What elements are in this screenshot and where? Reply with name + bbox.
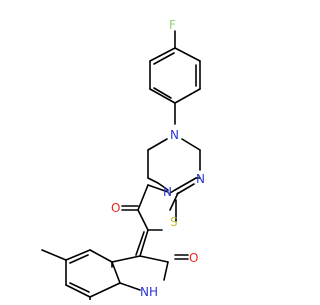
bond xyxy=(119,282,141,291)
atom-nh-label: NH xyxy=(140,285,158,299)
bond xyxy=(174,88,201,104)
bond xyxy=(69,282,90,293)
bond xyxy=(149,88,176,104)
bond xyxy=(181,138,201,151)
bond xyxy=(174,47,201,62)
bond xyxy=(147,177,159,184)
bond xyxy=(153,52,175,65)
bond xyxy=(147,138,168,151)
bond xyxy=(137,184,149,211)
bond xyxy=(169,192,179,211)
bond xyxy=(89,249,113,263)
bond xyxy=(176,183,195,195)
bonds xyxy=(41,30,201,301)
atom-n3-label: N xyxy=(163,185,172,199)
molecule-canvas: F N N N S O O NH xyxy=(41,18,205,301)
atom-s-label: S xyxy=(170,215,178,229)
bond xyxy=(137,209,149,231)
bond xyxy=(69,254,89,264)
atom-f-label: F xyxy=(169,18,176,32)
atom-n2-label: N xyxy=(196,172,205,186)
atom-o1-label: O xyxy=(111,201,120,215)
bond xyxy=(111,255,141,263)
bond xyxy=(111,261,121,284)
bond xyxy=(65,284,91,298)
bond-methyl xyxy=(41,249,67,261)
bond xyxy=(65,249,91,261)
atom-labels: F N N N S O O NH xyxy=(111,18,205,299)
bond xyxy=(139,229,149,257)
atom-o2-label: O xyxy=(189,251,198,265)
bond xyxy=(153,87,172,99)
bond xyxy=(174,177,197,191)
bond xyxy=(139,255,169,263)
bond xyxy=(163,261,169,281)
bond xyxy=(149,47,176,62)
bond xyxy=(157,182,169,191)
bond xyxy=(89,282,121,298)
structure-diagram: F N N N S O O NH xyxy=(41,18,205,301)
atom-n1-label: N xyxy=(170,128,179,142)
bond xyxy=(135,231,145,256)
bond xyxy=(169,189,176,194)
bond xyxy=(147,184,169,193)
